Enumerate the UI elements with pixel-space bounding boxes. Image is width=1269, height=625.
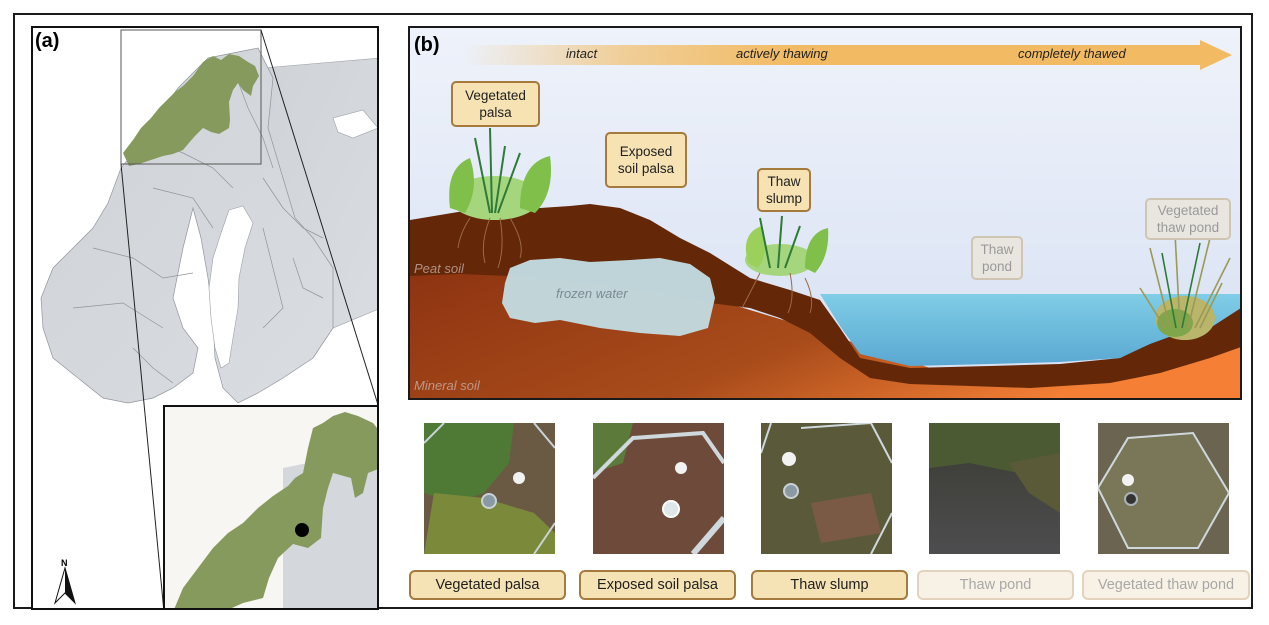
thaw-progression-arrow: intact actively thawing completely thawe… xyxy=(462,40,1232,70)
peat-soil-label: Peat soil xyxy=(414,261,464,276)
panel-a-label: (a) xyxy=(35,30,60,52)
tag-line: Thaw xyxy=(767,174,801,189)
gulf-of-bothnia xyxy=(208,205,254,369)
tag-line: soil palsa xyxy=(617,161,675,176)
inset-map xyxy=(163,405,377,608)
panel-b-label: (b) xyxy=(414,34,440,56)
vegetated-thaw-pond-button[interactable]: Vegetated thaw pond xyxy=(1082,570,1250,600)
tag-vegetated-palsa: Vegetated palsa xyxy=(451,81,540,127)
tag-line: palsa xyxy=(479,105,512,120)
thaw-slump-plants xyxy=(741,215,829,314)
vegetated-thaw-pond-photo xyxy=(1098,423,1229,554)
tag-vegetated-thaw-pond: Vegetated thaw pond xyxy=(1145,198,1231,240)
tag-line: thaw pond xyxy=(1156,220,1220,235)
exposed-soil-palsa-photo xyxy=(593,423,724,554)
north-arrow-icon xyxy=(53,566,77,605)
map-panel: (a) N xyxy=(31,26,379,610)
arrow-head-icon xyxy=(1200,40,1232,70)
mineral-soil-label: Mineral soil xyxy=(414,378,480,393)
thaw-slump-photo xyxy=(761,423,892,554)
peat-soil-layer xyxy=(410,204,1240,388)
tag-line: Vegetated xyxy=(1157,203,1219,218)
fennoscandia-map xyxy=(40,29,377,608)
thaw-pond-water xyxy=(820,294,1240,366)
overview-extent-box xyxy=(120,29,262,165)
vegetated-palsa-photo xyxy=(424,423,555,554)
thaw-gradient-diagram: intact actively thawing completely thawe… xyxy=(408,26,1242,400)
tag-line: Vegetated xyxy=(465,88,526,103)
tag-line: Thaw xyxy=(980,242,1014,257)
frozen-water-label: frozen water xyxy=(556,286,628,301)
thaw-slump-button[interactable]: Thaw slump xyxy=(751,570,908,600)
stage-completely-thawed: completely thawed xyxy=(1018,46,1126,61)
study-region-highlight xyxy=(123,54,259,166)
arrow-shaft xyxy=(462,45,1202,65)
vegetated-palsa-plants xyxy=(449,127,551,269)
stage-actively-thawing: actively thawing xyxy=(736,46,828,61)
tag-line: pond xyxy=(981,259,1013,274)
site-marker xyxy=(295,523,309,537)
north-arrow-label: N xyxy=(61,558,68,568)
tag-line: slump xyxy=(765,191,802,206)
frozen-water-lens xyxy=(502,258,715,336)
tag-thaw-pond: Thaw pond xyxy=(971,236,1023,280)
exposed-soil-palsa-button[interactable]: Exposed soil palsa xyxy=(579,570,736,600)
thaw-pond-photo xyxy=(929,423,1060,554)
stage-intact: intact xyxy=(566,46,598,61)
inset-study-region xyxy=(174,412,377,608)
thaw-pond-button[interactable]: Thaw pond xyxy=(917,570,1074,600)
vegetated-thaw-pond-plants xyxy=(1139,232,1231,340)
tag-exposed-soil-palsa: Exposed soil palsa xyxy=(605,132,687,188)
tag-line: Exposed xyxy=(619,144,673,159)
landscape-cross-section xyxy=(410,127,1240,398)
tag-thaw-slump: Thaw slump xyxy=(757,168,811,212)
scandinavia-land xyxy=(40,47,334,404)
vegetated-palsa-button[interactable]: Vegetated palsa xyxy=(409,570,566,600)
